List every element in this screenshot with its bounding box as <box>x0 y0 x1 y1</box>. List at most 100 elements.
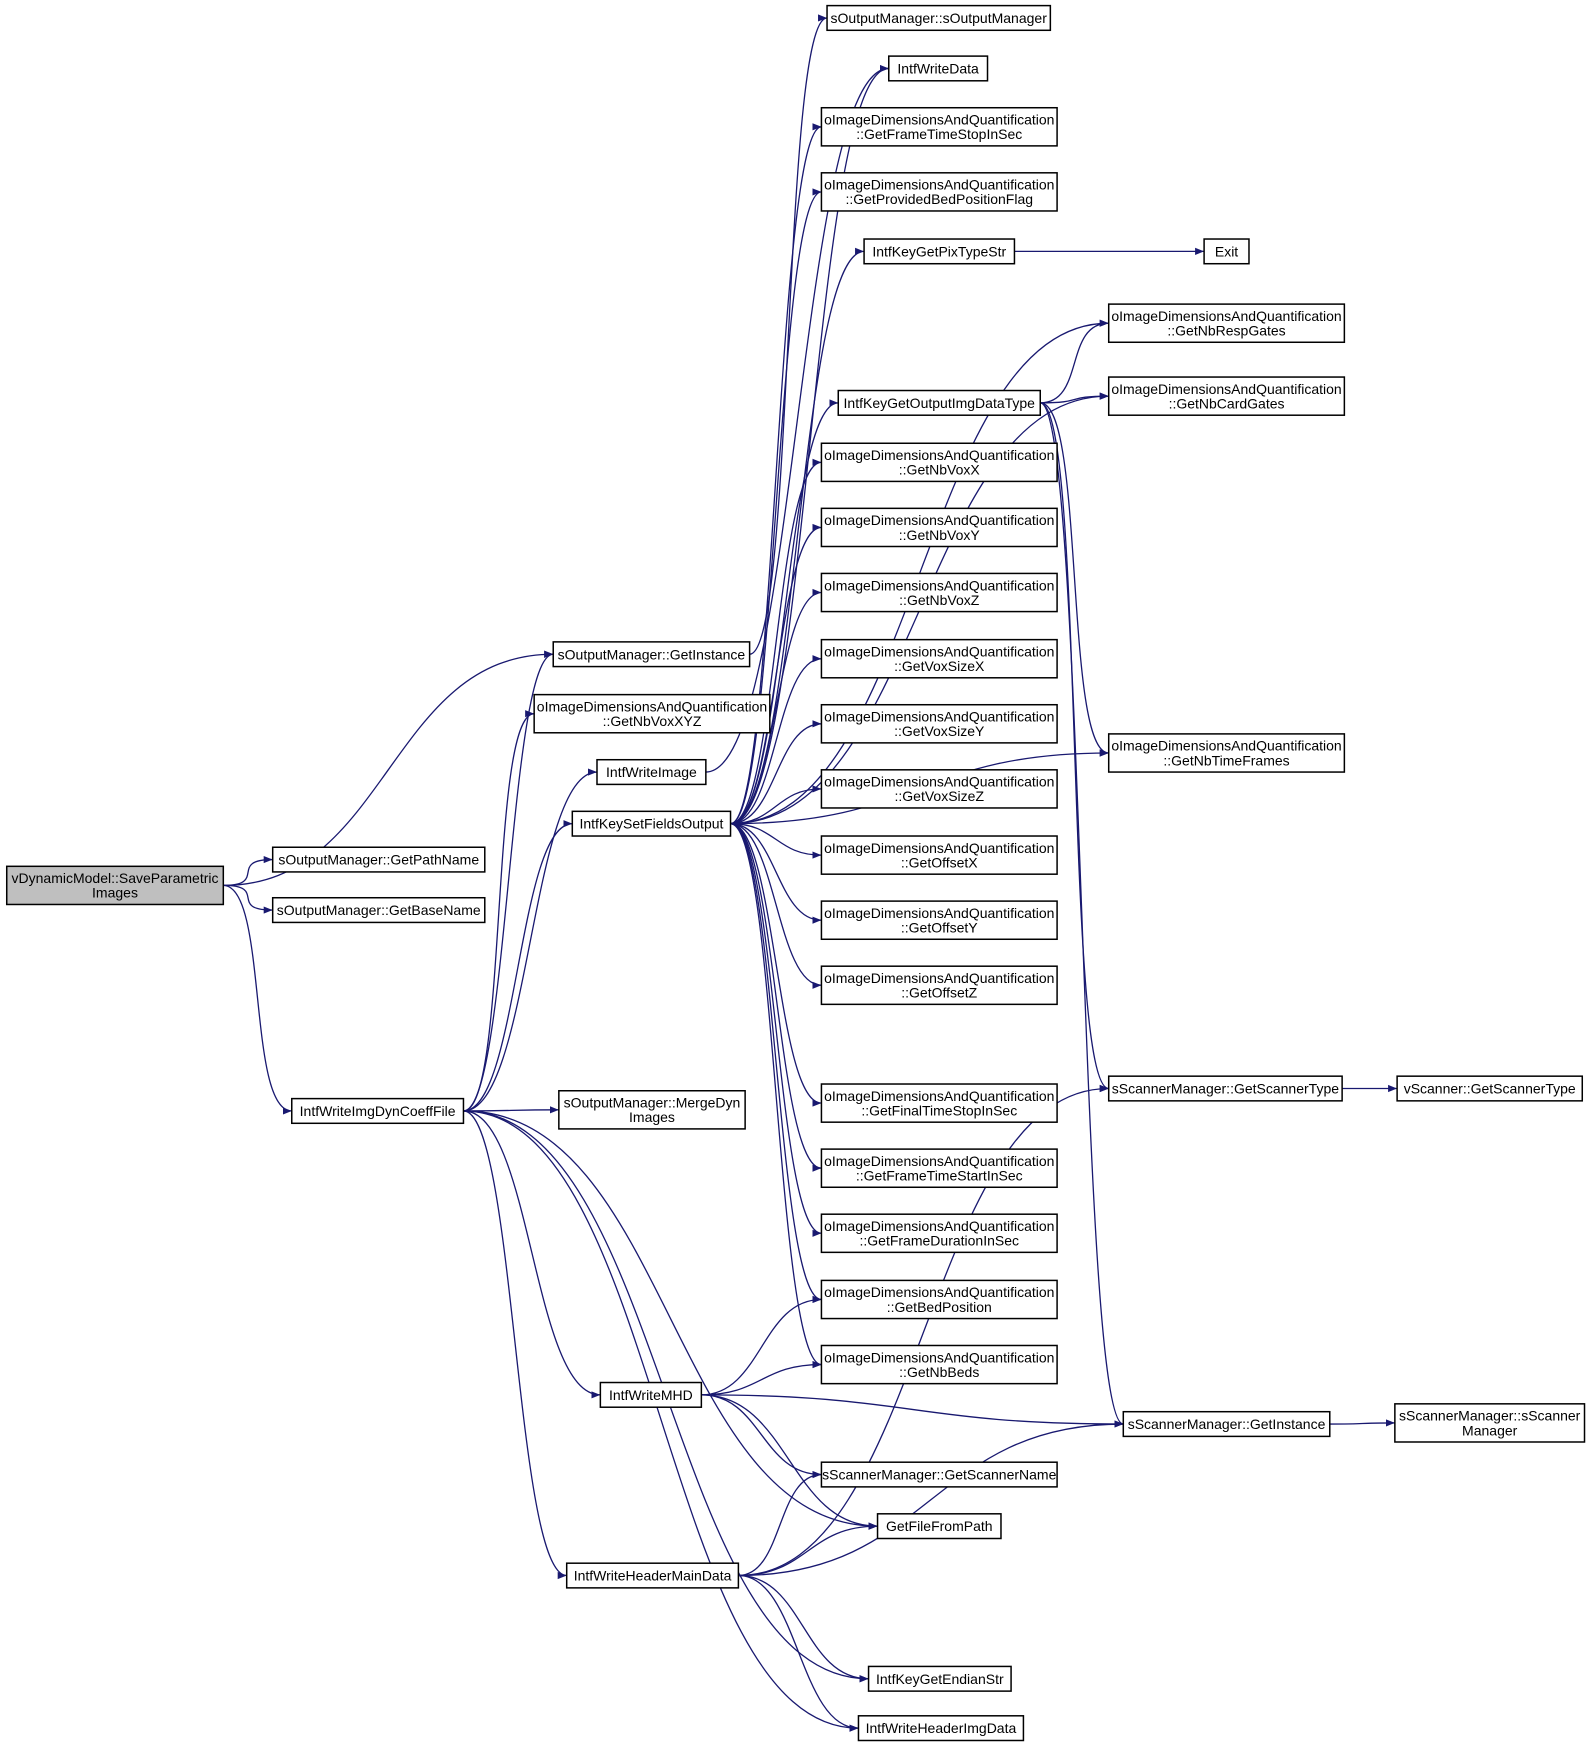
edge-keySetFields-to-frameTimeStop <box>730 123 822 825</box>
node-box <box>1394 1403 1586 1443</box>
node-nbVoxXYZ[interactable]: oImageDimensionsAndQuantification::GetNb… <box>533 693 771 734</box>
node-outputImgDataType[interactable]: IntfKeyGetOutputImgDataType <box>837 389 1042 416</box>
edge-arrow <box>223 855 273 887</box>
edge-arrow <box>223 884 273 914</box>
edge-arrow <box>463 1110 567 1580</box>
node-writeHeaderMain[interactable]: IntfWriteHeaderMainData <box>565 1562 740 1589</box>
node-box <box>291 1097 465 1125</box>
node-box <box>271 896 486 924</box>
edge-outputImgDataType-to-nbRespGates <box>1040 319 1109 404</box>
node-box <box>820 507 1058 548</box>
node-bedPosition[interactable]: oImageDimensionsAndQuantification::GetBe… <box>820 1279 1058 1320</box>
node-writeData[interactable]: IntfWriteData <box>888 55 989 82</box>
node-label: sOutputManager::GetPathName <box>278 852 479 868</box>
node-voxSizeZ[interactable]: oImageDimensionsAndQuantification::GetVo… <box>820 769 1058 809</box>
edge-root-to-getInstanceOut <box>223 650 554 887</box>
edge-outputImgDataType-to-nbCardGates <box>1040 392 1109 404</box>
node-label: sOutputManager::sOutputManager <box>831 10 1048 26</box>
node-scannerType[interactable]: sScannerManager::GetScannerType <box>1107 1075 1343 1102</box>
edge-arrow <box>701 1360 822 1396</box>
node-box <box>820 1148 1058 1189</box>
node-vScannerType[interactable]: vScanner::GetScannerType <box>1396 1075 1584 1102</box>
node-getBaseName[interactable]: sOutputManager::GetBaseName <box>271 896 486 924</box>
node-sOutputManagerCtor[interactable]: sOutputManager::sOutputManager <box>826 4 1052 32</box>
node-label: IntfKeyGetOutputImgDataType <box>844 395 1036 411</box>
node-finalTimeStop[interactable]: oImageDimensionsAndQuantification::GetFi… <box>820 1083 1058 1123</box>
node-offsetX[interactable]: oImageDimensionsAndQuantification::GetOf… <box>820 835 1058 875</box>
node-fileFromPath[interactable]: GetFileFromPath <box>876 1513 1002 1540</box>
node-box <box>820 1279 1058 1320</box>
edge-keySetFields-to-nbVoxZ <box>730 588 822 825</box>
node-pixTypeStr[interactable]: IntfKeyGetPixTypeStr <box>863 238 1016 265</box>
node-label: ::GetOffsetY <box>901 920 978 936</box>
node-box <box>820 900 1058 941</box>
node-scannerName[interactable]: sScannerManager::GetScannerName <box>820 1461 1058 1488</box>
node-label: oImageDimensionsAndQuantification <box>824 643 1054 659</box>
edge-arrow <box>701 1394 878 1530</box>
edge-arrow <box>463 820 573 1112</box>
node-label: ::GetNbRespGates <box>1167 323 1285 339</box>
node-box <box>820 572 1058 613</box>
node-exit[interactable]: Exit <box>1203 238 1250 265</box>
edge-writeImgDyn-to-nbVoxXYZ <box>463 710 535 1112</box>
node-label: oImageDimensionsAndQuantification <box>824 905 1054 921</box>
node-box <box>1107 733 1346 773</box>
node-frameDuration[interactable]: oImageDimensionsAndQuantification::GetFr… <box>820 1213 1058 1254</box>
edge-arrow <box>463 1110 878 1530</box>
edge-writeHeaderMain-to-scannerName <box>738 1470 822 1577</box>
edge-keySetFields-to-finalTimeStop <box>730 823 822 1107</box>
node-frameTimeStart[interactable]: oImageDimensionsAndQuantification::GetFr… <box>820 1148 1058 1189</box>
edge-outputImgDataType-to-nbTimeFrames <box>1040 402 1109 757</box>
node-getPathName[interactable]: sOutputManager::GetPathName <box>271 846 486 873</box>
edge-keySetFields-to-offsetX <box>730 823 822 859</box>
node-label: oImageDimensionsAndQuantification <box>1111 381 1341 397</box>
node-box <box>876 1513 1002 1540</box>
node-voxSizeX[interactable]: oImageDimensionsAndQuantification::GetVo… <box>820 638 1058 679</box>
node-label: ::GetNbVoxXYZ <box>603 713 702 729</box>
edge-writeMHD-to-nbBeds <box>701 1360 822 1396</box>
node-label: sScannerManager::sScanner <box>1399 1408 1581 1424</box>
node-endianStr[interactable]: IntfKeyGetEndianStr <box>867 1665 1012 1692</box>
node-nbTimeFrames[interactable]: oImageDimensionsAndQuantification::GetNb… <box>1107 733 1346 773</box>
node-getInstanceOut[interactable]: sOutputManager::GetInstance <box>552 641 751 668</box>
node-nbVoxY[interactable]: oImageDimensionsAndQuantification::GetNb… <box>820 507 1058 548</box>
edge-arrow <box>738 1470 822 1577</box>
node-box <box>533 693 771 734</box>
node-nbVoxX[interactable]: oImageDimensionsAndQuantification::GetNb… <box>820 442 1058 483</box>
node-offsetY[interactable]: oImageDimensionsAndQuantification::GetOf… <box>820 900 1058 941</box>
node-label: IntfKeyGetPixTypeStr <box>872 243 1006 259</box>
node-label: ::GetVoxSizeY <box>894 723 985 739</box>
node-frameTimeStop[interactable]: oImageDimensionsAndQuantification::GetFr… <box>820 106 1058 147</box>
node-box <box>820 172 1058 212</box>
node-writeMHD[interactable]: IntfWriteMHD <box>599 1381 703 1408</box>
node-box <box>863 238 1016 265</box>
edge-getInstanceOut-to-sOutputManagerCtor <box>749 14 828 655</box>
edge-arrow <box>730 823 822 1107</box>
edge-arrow <box>730 588 822 825</box>
node-scannerInstance[interactable]: sScannerManager::GetInstance <box>1122 1410 1331 1438</box>
node-nbRespGates[interactable]: oImageDimensionsAndQuantification::GetNb… <box>1107 303 1346 344</box>
node-nbVoxZ[interactable]: oImageDimensionsAndQuantification::GetNb… <box>820 572 1058 613</box>
node-label: IntfWriteData <box>897 61 979 77</box>
node-offsetZ[interactable]: oImageDimensionsAndQuantification::GetOf… <box>820 965 1058 1006</box>
node-label: oImageDimensionsAndQuantification <box>824 709 1054 725</box>
node-label: ::GetVoxSizeZ <box>895 788 985 804</box>
node-headerImgData[interactable]: IntfWriteHeaderImgData <box>857 1715 1025 1742</box>
edge-writeImgDyn-to-writeMHD <box>463 1110 601 1399</box>
edge-keySetFields-to-bedPosition <box>730 823 822 1303</box>
node-writeImgDyn[interactable]: IntfWriteImgDynCoeffFile <box>291 1097 465 1125</box>
edge-arrow <box>1040 392 1109 404</box>
node-nbBeds[interactable]: oImageDimensionsAndQuantification::GetNb… <box>820 1344 1058 1385</box>
node-label: ::GetNbTimeFrames <box>1163 752 1289 768</box>
node-nbCardGates[interactable]: oImageDimensionsAndQuantification::GetNb… <box>1107 376 1346 416</box>
node-voxSizeY[interactable]: oImageDimensionsAndQuantification::GetVo… <box>820 703 1058 744</box>
node-providedBed[interactable]: oImageDimensionsAndQuantification::GetPr… <box>820 172 1058 212</box>
edge-keySetFields-to-voxSizeZ <box>730 785 822 825</box>
node-scannerCtor[interactable]: sScannerManager::sScannerManager <box>1394 1403 1586 1443</box>
node-keySetFields[interactable]: IntfKeySetFieldsOutput <box>571 810 732 837</box>
node-box <box>599 1381 703 1408</box>
node-label: ::GetProvidedBedPositionFlag <box>845 191 1033 207</box>
node-writeImage[interactable]: IntfWriteImage <box>596 758 707 786</box>
